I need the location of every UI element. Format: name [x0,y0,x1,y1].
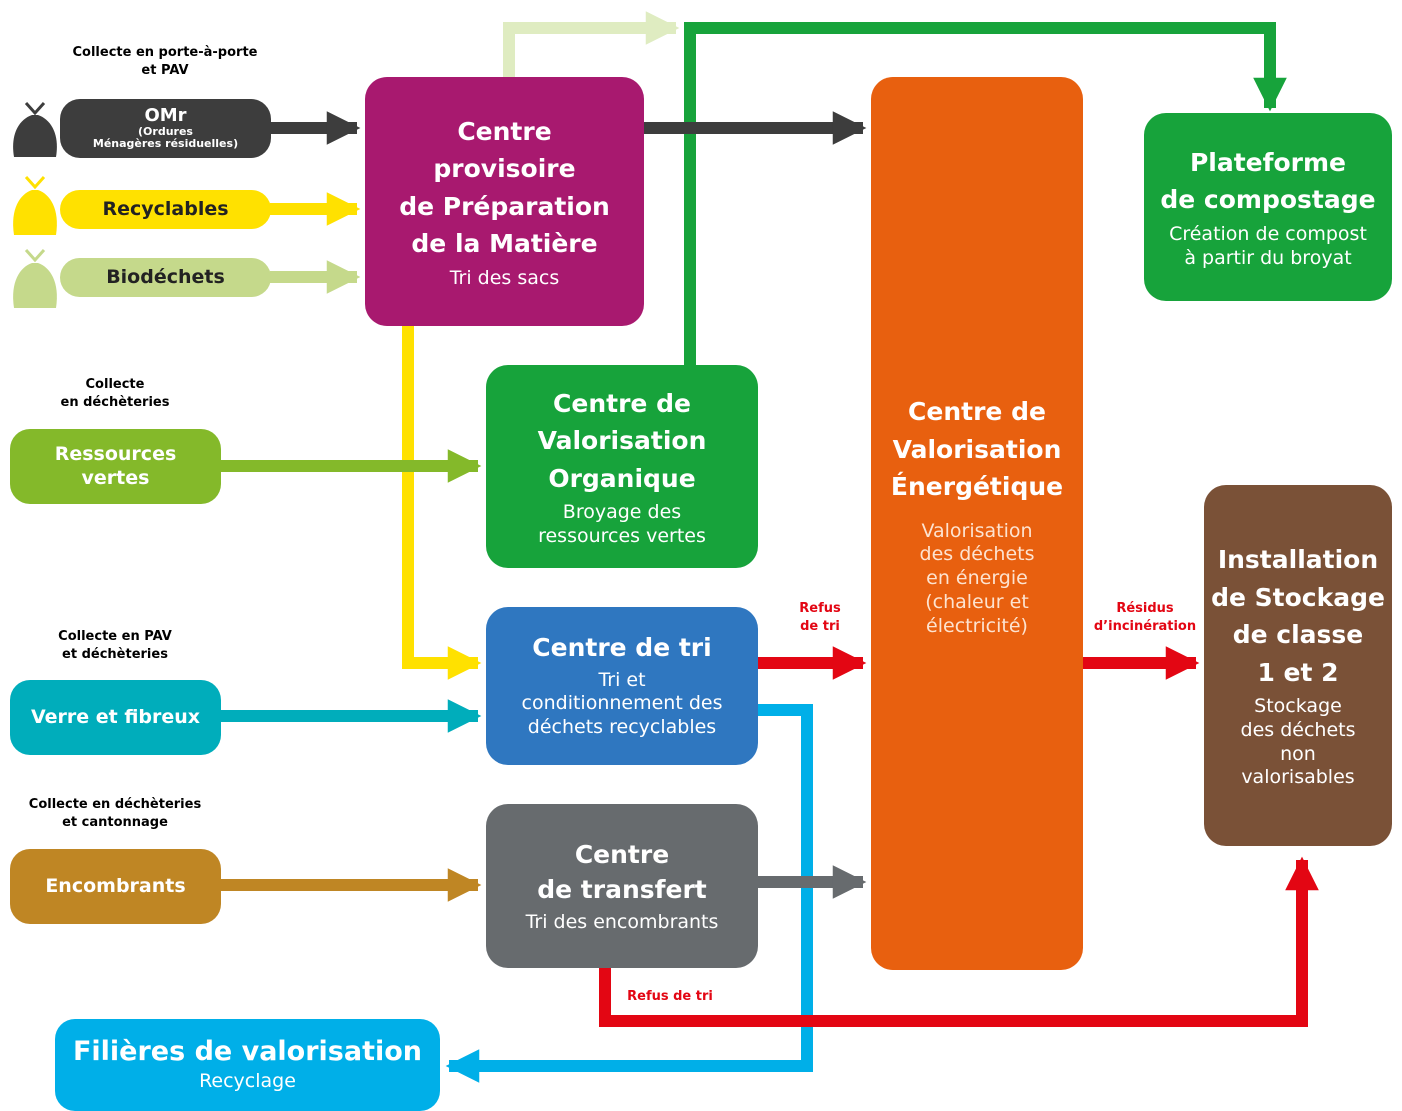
node-isdnd-title: Installation de Stockage de classe 1 et … [1211,545,1385,687]
node-transfert-sub: Tri des encombrants [525,911,719,934]
node-cvo-title: Centre de Valorisation Organique [537,388,707,493]
arrow-cppm-top [503,11,680,78]
biodechets-pill: Biodéchets [60,258,271,297]
label-collecte-porte-a-porte: Collecte en porte-à-porte et PAV [72,45,258,78]
node-filieres-sub: Recyclage [199,1070,296,1093]
node-plateforme-compostage: Plateforme de compostage Création de com… [1144,113,1392,301]
bag-yellow-icon [13,175,57,235]
omr-title: OMr [144,104,187,126]
edge-label-refus-tri-2: Refus de tri [627,989,713,1004]
node-filieres-valorisation: Filières de valorisation Recyclage [55,1019,440,1111]
node-cdt-sub: Tri et conditionnement des déchets recyc… [521,668,723,739]
arrow-transfert-to-isdnd [599,856,1319,1027]
label-collecte-decheteries: Collecte en déchèteries [60,377,170,410]
edge-label-residus-incineration: Résidus d’incinération [1093,601,1197,634]
arrow-cvo-to-compost [684,22,1287,365]
node-centre-valorisation-energetique: Centre de Valorisation Énergétique Valor… [871,77,1083,970]
ressources-vertes-pill: Ressources vertes [10,429,221,504]
node-centre-preparation-title: Centre provisoire de Préparation de la M… [399,116,610,259]
verre-fibreux-pill: Verre et fibreux [10,680,221,755]
label-collecte-cantonnage: Collecte en déchèteries et cantonnage [28,797,202,830]
encombrants-pill: Encombrants [10,849,221,924]
omr-subtitle: (Ordures Ménagères résiduelles) [92,124,239,151]
node-transfert-title: Centre de transfert [537,840,707,905]
edge-label-refus-tri-1: Refus de tri [799,601,841,634]
arrow-cppm-to-tri [402,326,482,680]
node-isdnd-sub: Stockage des déchets non valorisables [1240,695,1356,789]
node-centre-preparation-sub: Tri des sacs [449,266,560,289]
node-centre-preparation: Centre provisoire de Préparation de la M… [365,77,644,326]
node-cdt-title: Centre de tri [532,633,712,663]
node-compost-sub: Création de compost à partir du broyat [1169,222,1367,269]
bag-dark-icon [13,101,57,157]
node-centre-de-tri: Centre de tri Tri et conditionnement des… [486,607,758,765]
node-centre-valorisation-organique: Centre de Valorisation Organique Broyage… [486,365,758,568]
node-compost-title: Plateforme de compostage [1160,147,1376,215]
bag-lightgreen-icon [13,248,57,308]
node-filieres-title: Filières de valorisation [72,1035,423,1067]
omr-pill: OMr (Ordures Ménagères résiduelles) [60,99,271,158]
node-centre-de-transfert: Centre de transfert Tri des encombrants [486,804,758,968]
node-cve-title: Centre de Valorisation Énergétique [890,397,1064,501]
recyclables-pill: Recyclables [60,190,271,229]
node-installation-stockage: Installation de Stockage de classe 1 et … [1204,485,1392,846]
node-cve-sub: Valorisation des déchets en énergie (cha… [919,519,1035,637]
label-collecte-pav: Collecte en PAV et déchèteries [58,629,172,662]
node-cvo-sub: Broyage des ressources vertes [538,501,706,547]
